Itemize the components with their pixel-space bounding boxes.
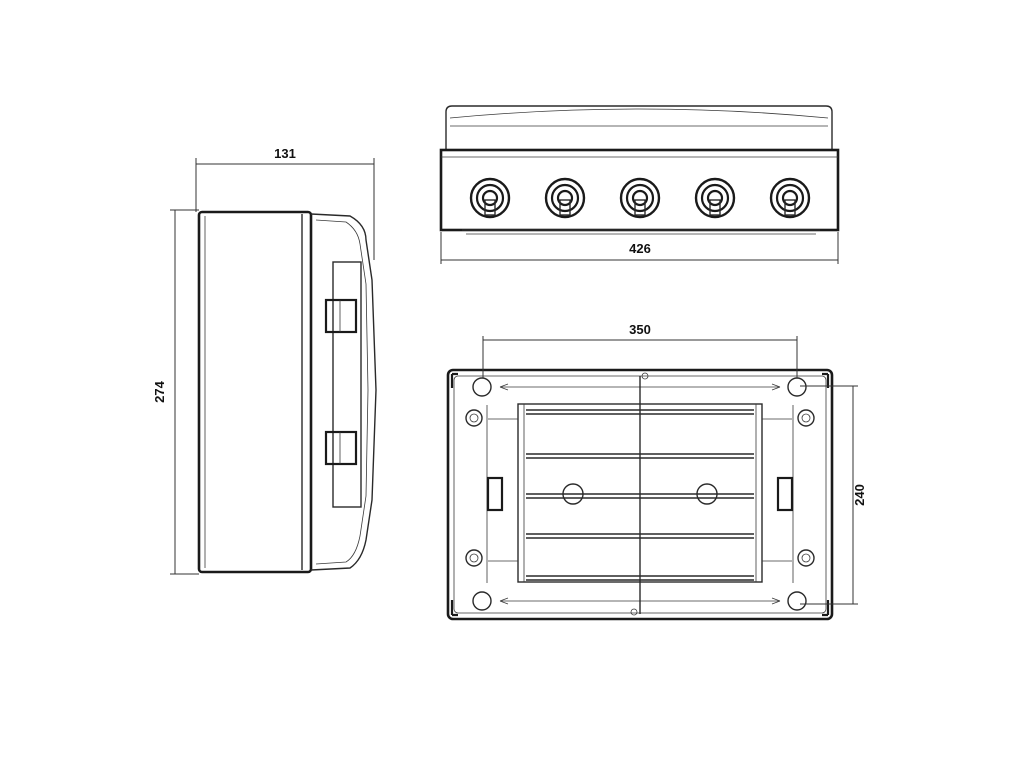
dimension-label-240: 240 — [852, 484, 867, 506]
top-view-lid — [445, 105, 833, 150]
mounting-hole-bottom-right — [787, 591, 807, 611]
dimension-label-274: 274 — [152, 380, 167, 402]
rear-view: 350 240 — [446, 322, 867, 621]
mounting-hole-top-right — [787, 377, 807, 397]
cable-gland — [619, 177, 661, 219]
side-view-body — [197, 210, 313, 574]
cable-gland — [769, 177, 811, 219]
cable-glands — [469, 177, 811, 219]
screw-bosses — [465, 409, 815, 567]
center-hole-right — [696, 483, 718, 505]
dimension-label-350: 350 — [629, 322, 651, 337]
side-view: 131 274 — [152, 146, 377, 575]
center-hole-left — [562, 483, 584, 505]
dimension-label-131: 131 — [274, 146, 296, 161]
right-bracket — [776, 476, 794, 512]
rear-view-body — [446, 368, 834, 621]
top-view-lid-curve — [449, 108, 829, 119]
cable-gland — [544, 177, 586, 219]
left-bracket — [486, 476, 504, 512]
side-view-lid-inner-profile — [315, 219, 369, 565]
side-view-door-frame — [332, 261, 362, 508]
side-view-lid-profile — [310, 213, 377, 571]
cable-gland — [469, 177, 511, 219]
mounting-hole-bottom-left — [472, 591, 492, 611]
top-view: 426 — [439, 105, 840, 264]
dimension-label-426: 426 — [629, 241, 651, 256]
side-view-lower-hinge — [324, 430, 358, 466]
mounting-hole-top-left — [472, 377, 492, 397]
side-view-upper-hinge — [324, 298, 358, 334]
cable-gland — [694, 177, 736, 219]
